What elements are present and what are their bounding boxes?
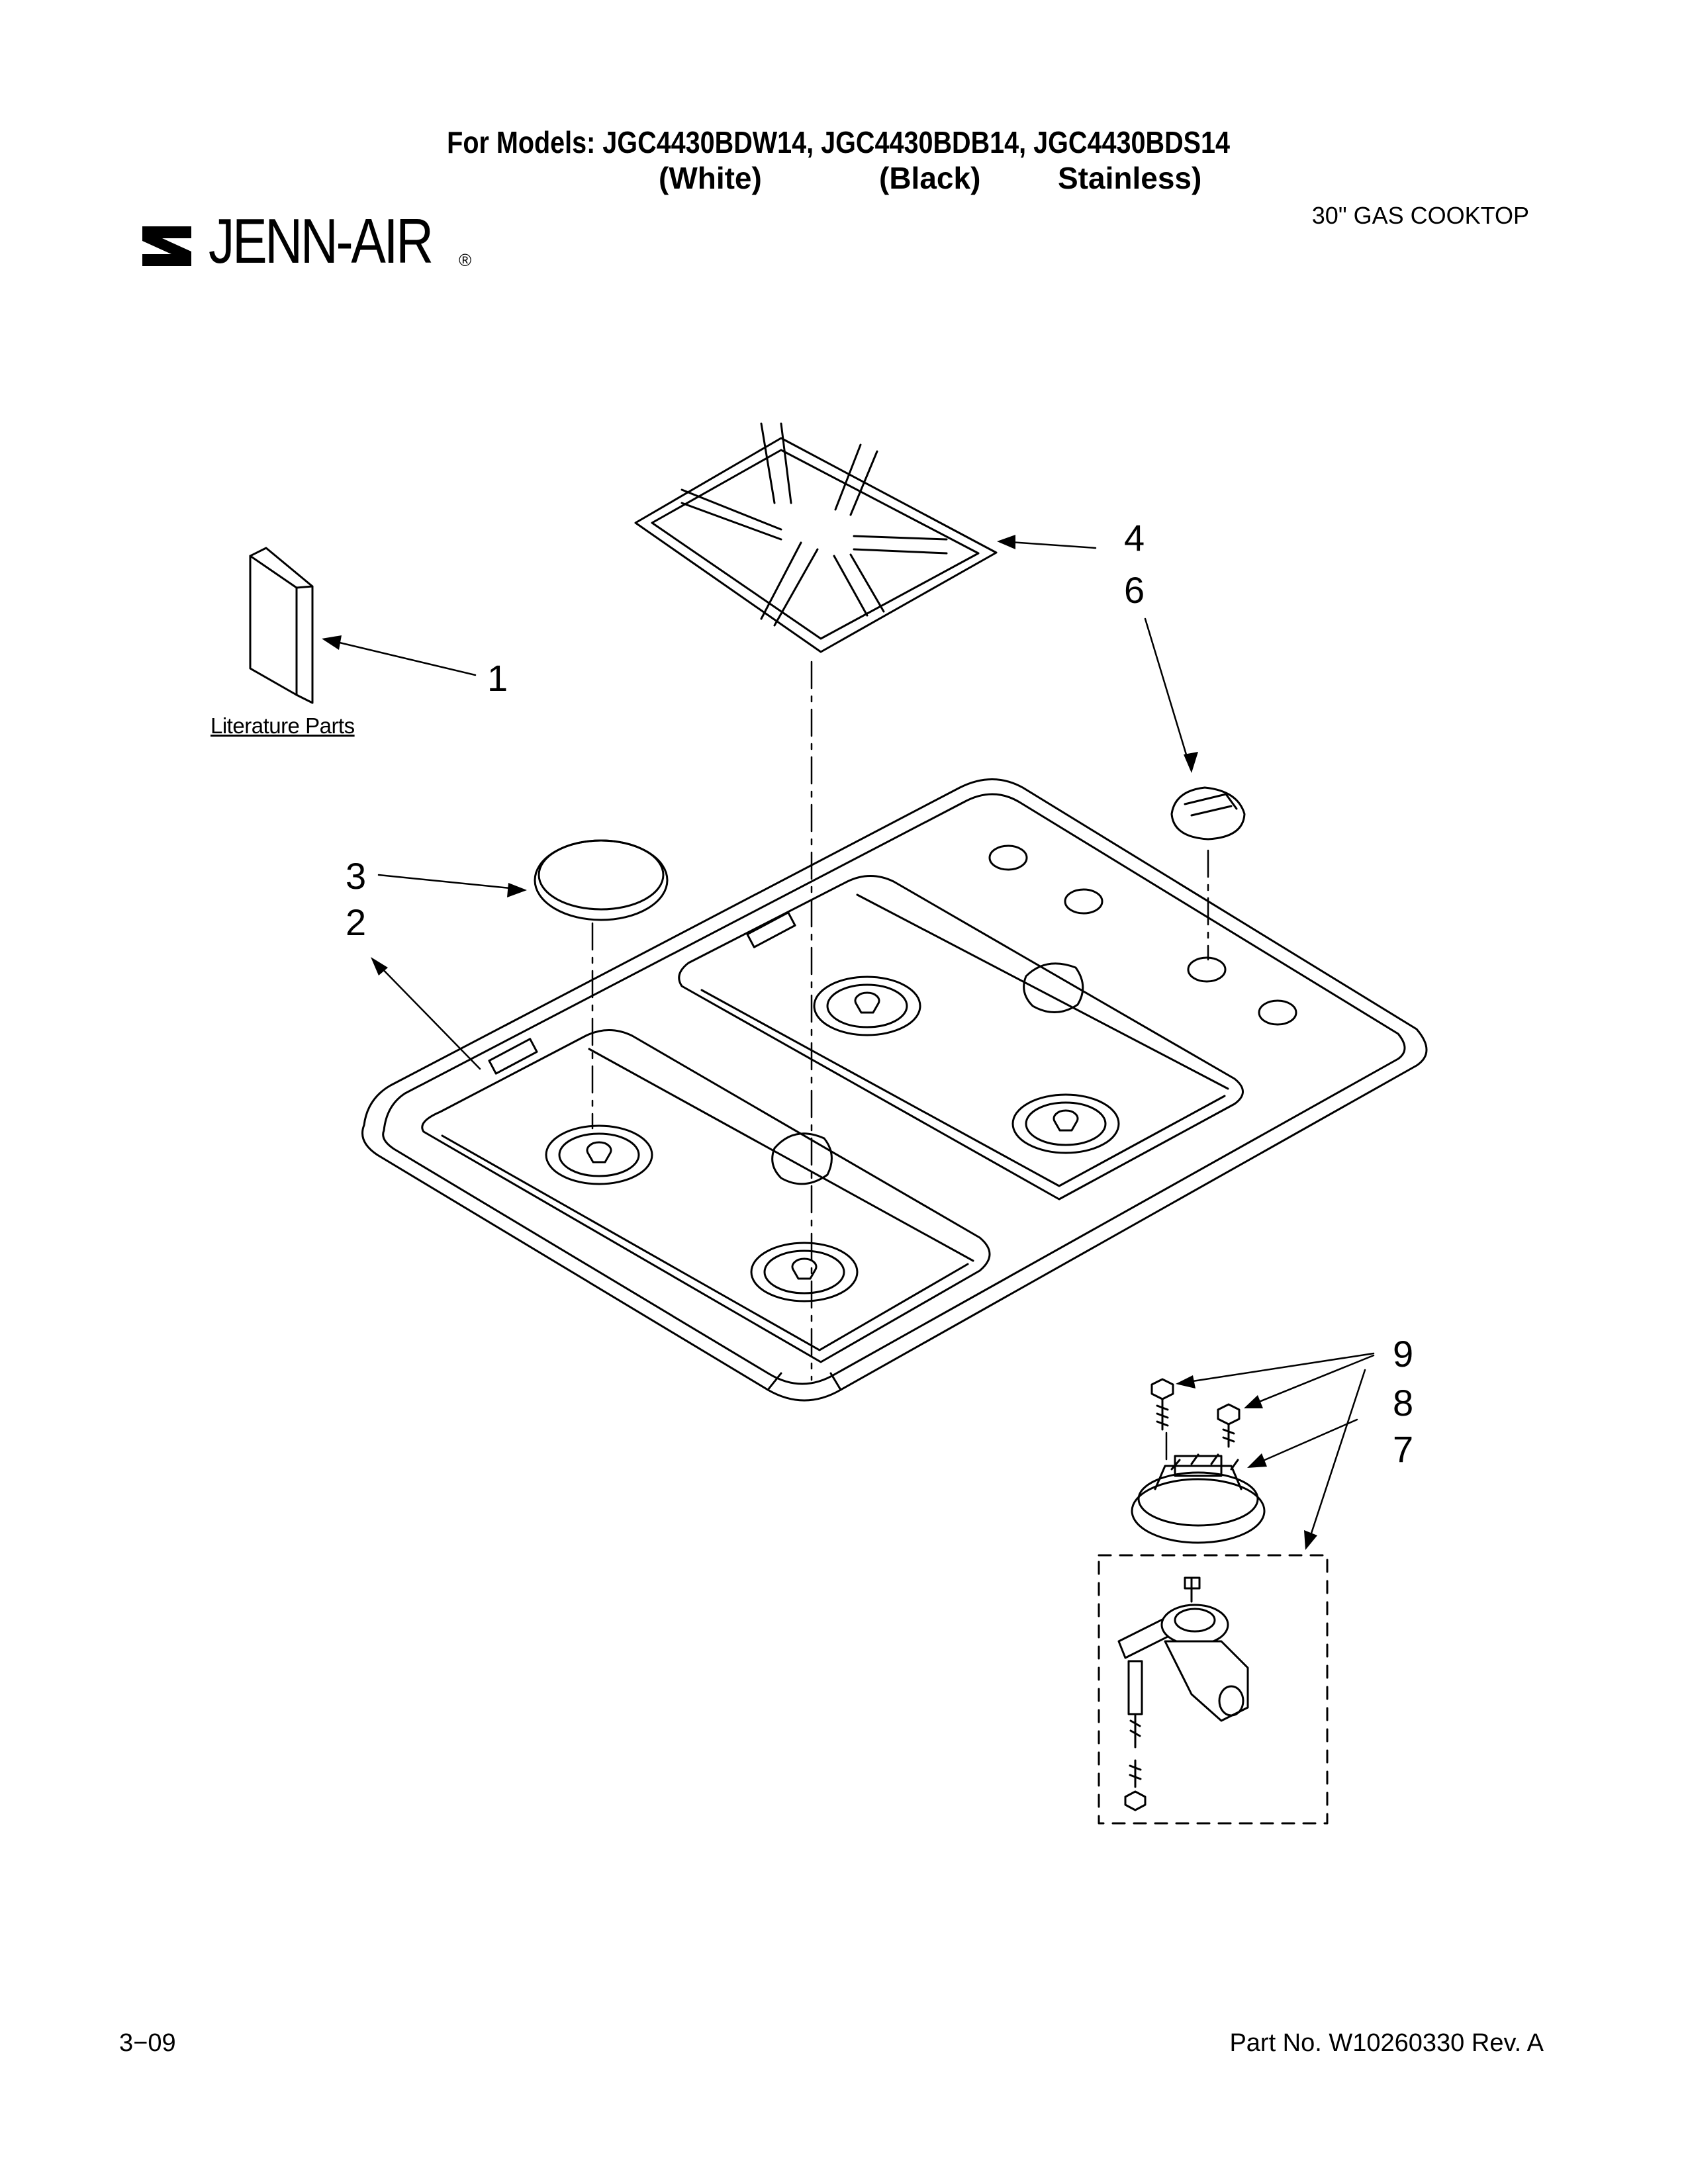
literature-parts-label: Literature Parts bbox=[211, 713, 355, 738]
knob-hole bbox=[990, 846, 1027, 870]
callout-4: 4 bbox=[1124, 517, 1145, 559]
leader-8 bbox=[1251, 1420, 1357, 1466]
callout-7: 7 bbox=[1393, 1428, 1414, 1470]
burner-base bbox=[1132, 1455, 1264, 1543]
burner-front-right bbox=[814, 977, 920, 1035]
jenn-air-mark-icon bbox=[142, 226, 191, 266]
knob-hole bbox=[1259, 1001, 1296, 1024]
cooktop-body bbox=[363, 780, 1427, 1401]
burner-rear-left bbox=[751, 1243, 857, 1301]
burner-cap bbox=[535, 841, 667, 920]
part-number: Part No. W10260330 Rev. A bbox=[1229, 2029, 1544, 2057]
leader-9b bbox=[1248, 1355, 1374, 1406]
color-stainless-label: Stainless) bbox=[1058, 161, 1202, 195]
burner-grate bbox=[635, 424, 996, 652]
knob-hole bbox=[1065, 889, 1102, 913]
burner-front-left bbox=[546, 1126, 652, 1184]
callout-9: 9 bbox=[1393, 1333, 1414, 1375]
leader-1 bbox=[326, 639, 475, 675]
brand-logo: JENN-AIR ® bbox=[142, 205, 487, 278]
mounting-screw bbox=[1218, 1404, 1239, 1447]
control-knob bbox=[1172, 788, 1244, 839]
literature-parts-booklet bbox=[250, 548, 312, 703]
knob-hole bbox=[1188, 958, 1225, 981]
callout-3: 3 bbox=[346, 855, 367, 897]
date-code: 3−09 bbox=[119, 2029, 176, 2057]
callout-6: 6 bbox=[1124, 569, 1145, 611]
leader-2 bbox=[375, 961, 480, 1069]
brand-name: JENN-AIR bbox=[209, 206, 434, 277]
mounting-screw bbox=[1152, 1379, 1173, 1430]
callout-1: 1 bbox=[487, 657, 508, 699]
leader-6 bbox=[1145, 619, 1190, 768]
burner-valve-assembly bbox=[1099, 1555, 1327, 1823]
product-name: 30" GAS COOKTOP bbox=[1311, 202, 1529, 229]
models-title: For Models: JGC4430BDW14, JGC4430BDB14, … bbox=[447, 125, 1231, 159]
registered-mark-icon: ® bbox=[459, 250, 472, 270]
leader-3 bbox=[379, 875, 523, 889]
leader-9a bbox=[1180, 1353, 1374, 1383]
leader-7 bbox=[1307, 1370, 1365, 1545]
burner-rear-right bbox=[1013, 1095, 1119, 1153]
leader-4 bbox=[1001, 541, 1096, 548]
callout-2: 2 bbox=[346, 901, 367, 943]
color-black-label: (Black) bbox=[879, 161, 981, 195]
color-white-label: (White) bbox=[659, 161, 762, 195]
callout-8: 8 bbox=[1393, 1382, 1414, 1424]
